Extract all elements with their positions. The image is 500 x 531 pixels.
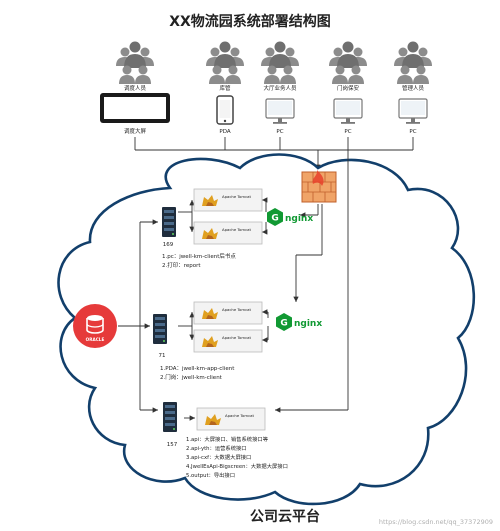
pc-gate-icon [333, 98, 363, 125]
tomcat-157-label: Apache Tomcat [225, 413, 254, 418]
gate-guard-icon [329, 41, 367, 84]
watermark-text: https://blog.csdn.net/qq_37372909 [379, 518, 493, 526]
pda-icon [216, 95, 234, 125]
server-71-app-1: 1.PDA：jwell-km-app-client [160, 366, 235, 372]
server-157-app-2: 2.api-yth：运营系统接口 [186, 444, 247, 452]
tomcat-169-a: Apache Tomcat [193, 188, 263, 212]
server-169-app-2: 2.打印：report [162, 261, 201, 269]
device-label-pc-manager: PC [409, 129, 416, 135]
tomcat-71-b: Apache Tomcat [193, 329, 263, 353]
tomcat-169-b-label: Apache Tomcat [222, 227, 251, 232]
tomcat-71-b-label: Apache Tomcat [222, 335, 251, 340]
tomcat-71-a: Apache Tomcat [193, 301, 263, 325]
server-157-app-1: 1.api：大屏接口、销售系统接口等 [186, 435, 269, 443]
server-157-app-3: 3.api-cxf：大数据大屏接口 [186, 453, 251, 461]
firewall-icon [301, 170, 337, 203]
nginx-middle: nginx [276, 313, 322, 331]
big-screen-icon [100, 93, 170, 123]
server-71-label: 71 [159, 353, 166, 359]
device-label-bigscreen: 调度大屏 [124, 127, 147, 135]
nginx-top-label: nginx [285, 214, 313, 224]
server-71-app-2: 2.门岗：jwell-km-client [160, 373, 223, 381]
tomcat-71-a-label: Apache Tomcat [222, 307, 251, 312]
device-label-pc-hall: PC [276, 129, 283, 135]
warehouse-keeper-icon [206, 41, 244, 84]
server-157-app-5: 5.output：导出接口 [186, 471, 235, 479]
user-label-keeper: 库管 [219, 84, 231, 92]
server-157-label: 157 [167, 442, 178, 448]
oracle-database-icon: ORACLE [73, 304, 117, 348]
tomcat-169-b: Apache Tomcat [193, 221, 263, 245]
oracle-label: ORACLE [86, 337, 105, 342]
hall-staff-icon [261, 41, 299, 84]
server-169-label: 169 [163, 242, 174, 248]
user-label-dispatch: 调度人员 [124, 84, 147, 92]
pc-hall-icon [265, 98, 295, 125]
nginx-top: nginx [267, 208, 313, 226]
routing-lines [118, 150, 349, 421]
user-label-hall: 大厅业务人员 [263, 84, 297, 92]
manager-icon [394, 41, 432, 84]
pc-manager-icon [398, 98, 428, 125]
diagram-title: XX物流园系统部署结构图 [169, 13, 331, 30]
device-connectors [134, 137, 414, 170]
tomcat-169-a-label: Apache Tomcat [222, 194, 251, 199]
server-169-app-1: 1.pc：jwell-km-client后书点 [162, 252, 236, 260]
server-157-icon [163, 402, 177, 432]
dispatch-staff-icon [116, 41, 154, 84]
user-label-gate: 门岗保安 [337, 84, 360, 92]
tomcat-157: Apache Tomcat [196, 407, 266, 431]
server-157-app-4: 4.JwellEsApi-Bigscreen：大数据大屏接口 [186, 462, 288, 470]
user-label-manager: 管理人员 [402, 84, 425, 92]
nginx-middle-label: nginx [294, 319, 322, 329]
cloud-platform-label: 公司云平台 [250, 508, 320, 525]
server-71-icon [153, 314, 167, 344]
device-label-pda: PDA [219, 129, 230, 135]
server-169-icon [162, 207, 176, 237]
device-label-pc-gate: PC [344, 129, 351, 135]
cloud-boundary [57, 153, 476, 506]
